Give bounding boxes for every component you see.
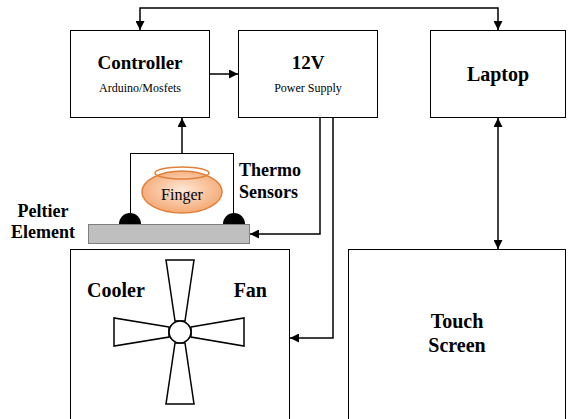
node-title: Finger: [161, 185, 203, 204]
connector-arrow: [140, 8, 498, 30]
process-box: 12V Power Supply: [238, 30, 378, 118]
fan-box: Cooler Fan: [70, 249, 290, 419]
fan-blade: [114, 318, 169, 346]
node-title: Thermo Sensors: [239, 160, 319, 203]
node-subtitle: Fan: [234, 278, 267, 302]
node-title: Peltier Element: [1, 201, 85, 244]
connector-arrow: [497, 118, 499, 249]
process-box: ControllerArduino/Mosfets: [70, 30, 210, 118]
fan-blade: [166, 260, 194, 321]
node-title: 12V: [292, 52, 325, 75]
node-title: Cooler: [87, 278, 145, 302]
peltier-element: Peltier Element: [88, 224, 250, 244]
sensor-frame: Thermo Sensors: [130, 153, 234, 213]
node-subtitle: Arduino/Mosfets: [99, 81, 181, 95]
connector-arrow: [290, 118, 333, 338]
node-title: Laptop: [467, 62, 529, 86]
finger-shape: Finger: [140, 163, 224, 215]
fan-blade: [191, 318, 244, 346]
process-box: Laptop: [430, 30, 566, 118]
finger-body: [142, 171, 222, 213]
sensor-dot: [119, 213, 141, 224]
node-subtitle: Power Supply: [274, 81, 342, 95]
fan-hub: [169, 321, 191, 343]
finger-rim: [155, 167, 209, 179]
node-title: Controller: [97, 52, 182, 75]
connector-arrow: [181, 118, 183, 153]
connector-arrow: [210, 73, 238, 75]
display-box: Touch Screen: [348, 249, 566, 419]
thermo-sensor-symbols: [119, 213, 245, 224]
sensor-dot: [223, 213, 245, 224]
fan-blade: [166, 343, 194, 404]
node-title: Touch Screen: [407, 309, 507, 357]
